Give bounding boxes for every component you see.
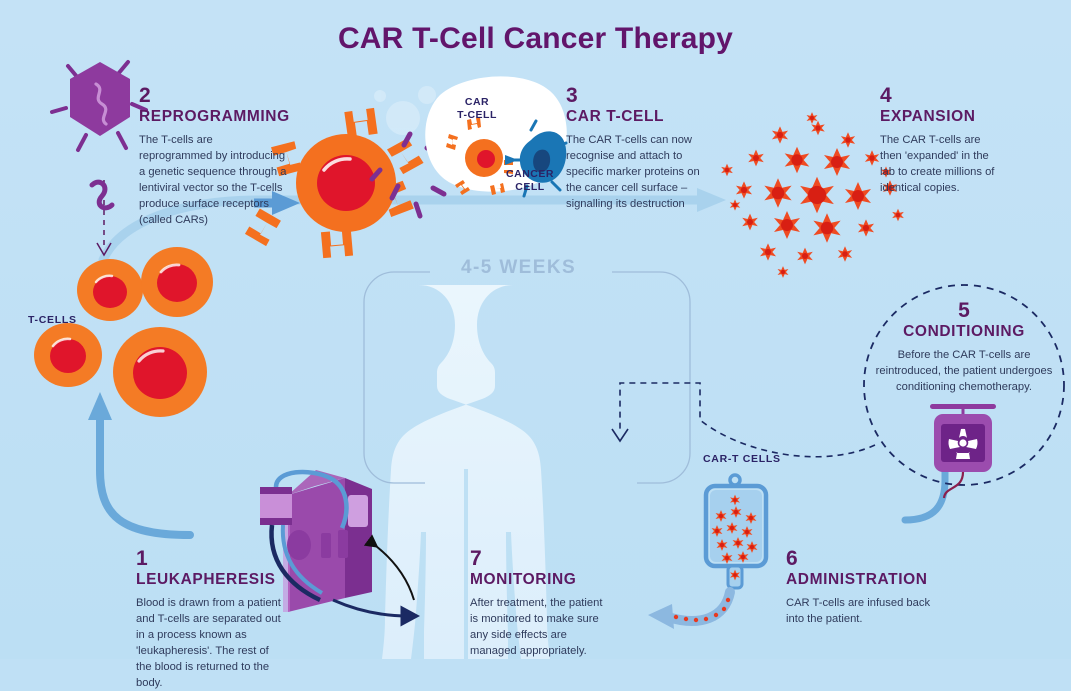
step-5-body: Before the CAR T-cells are reintroduced,… bbox=[875, 349, 1053, 394]
dashed-arrowhead-body bbox=[611, 428, 629, 443]
t-cells-label: T-CELLS bbox=[28, 314, 77, 326]
cancer-cell-small-icon bbox=[505, 119, 568, 198]
step-5-number: 5 bbox=[958, 299, 970, 322]
car-t-cells-bag-label: CAR-T CELLS bbox=[703, 453, 781, 465]
inset-car-t-cell-label-line1: CAR bbox=[464, 96, 490, 108]
step-1-number: 1 bbox=[136, 547, 148, 570]
artwork-layer bbox=[0, 0, 1071, 659]
step-7-body: After treatment, the patient is monitore… bbox=[470, 597, 603, 658]
conditioning-circle bbox=[863, 284, 1065, 486]
genetic-sequence-icon bbox=[89, 179, 115, 211]
page-title: CAR T-Cell Cancer Therapy bbox=[337, 22, 734, 55]
car-t-cell-small-icon bbox=[446, 117, 513, 195]
dashed-path-conditioning bbox=[619, 382, 876, 458]
inset-cancer-cell-label-line1: CANCER bbox=[506, 168, 554, 180]
step-7-number: 7 bbox=[470, 547, 482, 570]
step-3-block: 3 CAR T-CELL The CAR T-cells can now rec… bbox=[566, 85, 706, 212]
step-4-body: The CAR T-cells are then 'expanded' in t… bbox=[880, 134, 995, 195]
step-3-heading: CAR T-CELL bbox=[566, 108, 665, 125]
step-3-number: 3 bbox=[566, 84, 578, 107]
machine-to-patient-arrows bbox=[332, 534, 420, 627]
chemo-bag-icon bbox=[930, 404, 996, 499]
inset-car-t-cell-label: CAR T-CELL bbox=[447, 96, 507, 122]
step-3-body: The CAR T-cells can now recognise and at… bbox=[566, 134, 700, 211]
step-2-block: 2 REPROGRAMMING The T-cells are reprogra… bbox=[139, 85, 289, 228]
inset-car-t-cell-label-line2: T-CELL bbox=[457, 109, 497, 122]
apheresis-machine-icon bbox=[260, 469, 372, 612]
step-5-heading: CONDITIONING bbox=[903, 323, 1025, 340]
flow-arrow-left-up bbox=[88, 392, 194, 539]
expanded-cells-icon bbox=[721, 112, 904, 278]
flow-arrow-top bbox=[98, 188, 726, 265]
inset-cancer-cell-label-line2: CELL bbox=[515, 181, 545, 194]
decorative-bubbles bbox=[374, 86, 436, 135]
step-6-heading: ADMINISTRATION bbox=[786, 571, 928, 588]
flow-arrow-top-secondary bbox=[254, 191, 300, 215]
step-4-heading: EXPANSION bbox=[880, 108, 976, 125]
step-6-body: CAR T-cells are infused back into the pa… bbox=[786, 597, 931, 626]
bag-cells bbox=[711, 494, 758, 581]
cell-cluster-small bbox=[721, 112, 904, 278]
step-1-heading: LEUKAPHERESIS bbox=[136, 571, 276, 588]
t-cell-icon bbox=[34, 247, 213, 417]
step-6-block: 6 ADMINISTRATION CAR T-cells are infused… bbox=[786, 548, 946, 627]
car-t-cell-icon bbox=[244, 107, 452, 259]
weeks-label: 4-5 WEEKS bbox=[461, 257, 577, 278]
step-7-heading: MONITORING bbox=[470, 571, 577, 588]
step-6-number: 6 bbox=[786, 547, 798, 570]
step-2-heading: REPROGRAMMING bbox=[139, 108, 290, 125]
step-2-number: 2 bbox=[139, 84, 151, 107]
step-2-body: The T-cells are reprogrammed by introduc… bbox=[139, 134, 287, 227]
step-5-block: 5 CONDITIONING Before the CAR T-cells ar… bbox=[873, 300, 1055, 395]
inset-illustration bbox=[425, 76, 568, 198]
iv-bag-icon bbox=[703, 473, 769, 590]
dashed-arrowhead-lentivirus bbox=[96, 242, 112, 257]
inset-cancer-cell-label: CANCER CELL bbox=[490, 168, 570, 194]
four-five-weeks-frame bbox=[363, 271, 691, 484]
radiation-icon bbox=[948, 428, 978, 459]
lentivirus-icon bbox=[50, 60, 148, 152]
step-1-body: Blood is drawn from a patient and T-cell… bbox=[136, 597, 281, 690]
step-1-block: 1 LEUKAPHERESIS Blood is drawn from a pa… bbox=[136, 548, 286, 691]
step-4-block: 4 EXPANSION The CAR T-cells are then 'ex… bbox=[880, 85, 1005, 196]
step-4-number: 4 bbox=[880, 84, 892, 107]
infusion-arrow bbox=[648, 587, 735, 629]
step-7-block: 7 MONITORING After treatment, the patien… bbox=[470, 548, 605, 659]
flow-arrow-bottom bbox=[901, 466, 949, 524]
patient-silhouette-icon bbox=[382, 285, 550, 659]
